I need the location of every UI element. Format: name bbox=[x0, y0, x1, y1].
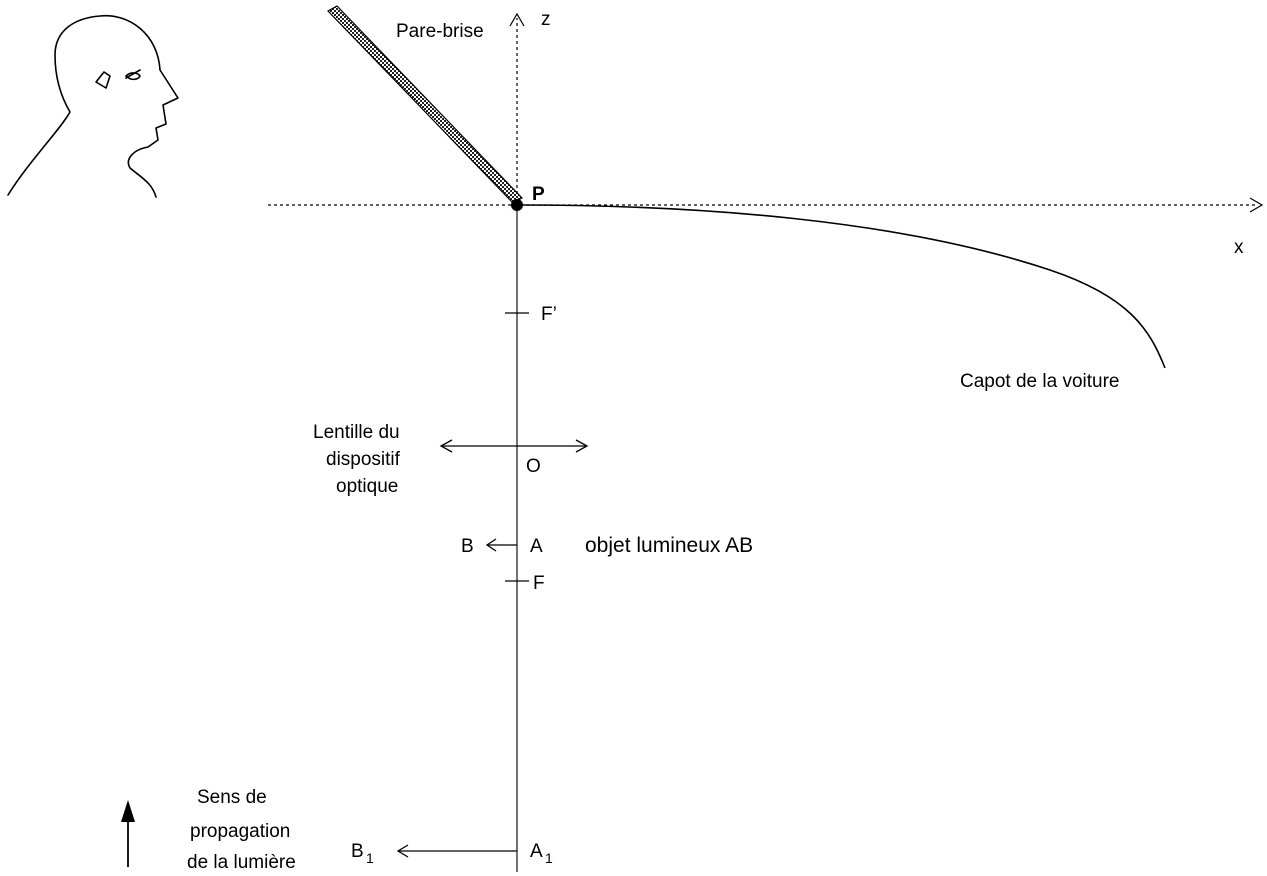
point-p-label: P bbox=[532, 184, 545, 205]
point-o-label: O bbox=[526, 456, 541, 477]
a1-subscript: 1 bbox=[545, 850, 553, 866]
windshield-label: Pare-brise bbox=[396, 21, 484, 42]
f-label: F bbox=[533, 573, 545, 594]
object-label: objet lumineux AB bbox=[585, 534, 753, 557]
point-a1-label: A 1 bbox=[530, 841, 553, 866]
lens-double-arrow bbox=[439, 439, 589, 453]
point-a-label: A bbox=[530, 536, 543, 557]
car-hood-curve bbox=[516, 204, 1166, 369]
z-axis-label: z bbox=[541, 9, 551, 30]
lens-label-line1: Lentille du bbox=[313, 422, 400, 443]
b1-subscript: 1 bbox=[366, 850, 374, 866]
object-ab-arrow bbox=[485, 538, 517, 552]
head-profile-icon bbox=[7, 14, 179, 198]
f-prime-label: F’ bbox=[541, 304, 557, 325]
lens-label-line2: dispositif bbox=[326, 449, 401, 470]
a1-letter: A bbox=[530, 841, 543, 862]
propagation-label-line2: propagation bbox=[190, 821, 290, 842]
x-axis-label: x bbox=[1234, 237, 1244, 258]
image-a1b1-arrow bbox=[396, 844, 517, 858]
point-b1-label: B 1 bbox=[351, 841, 374, 866]
windshield bbox=[327, 5, 523, 204]
propagation-label: Sens de propagation de la lumière bbox=[187, 787, 296, 873]
point-b-label: B bbox=[461, 536, 474, 557]
propagation-label-line3: de la lumière bbox=[187, 852, 296, 873]
car-hood-label: Capot de la voiture bbox=[960, 371, 1120, 392]
x-axis bbox=[268, 197, 1264, 213]
point-p-dot bbox=[511, 199, 523, 211]
lens-label-line3: optique bbox=[336, 476, 398, 497]
z-axis bbox=[509, 12, 525, 200]
arrow-up-icon bbox=[121, 800, 135, 867]
propagation-label-line1: Sens de bbox=[197, 787, 267, 808]
lens-label: Lentille du dispositif optique bbox=[313, 422, 401, 497]
b1-letter: B bbox=[351, 841, 364, 862]
